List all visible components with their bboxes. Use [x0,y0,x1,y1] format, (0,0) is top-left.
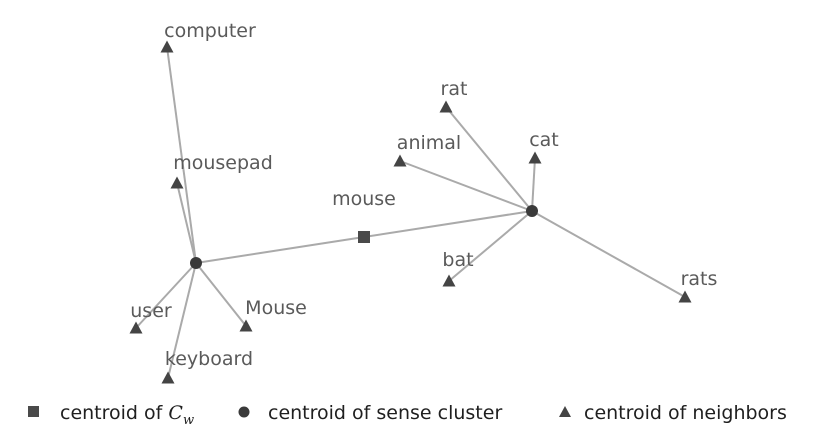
target-word-centroid [358,231,370,243]
legend-cw-subscript: w [183,413,194,428]
neighbor-node-mousepad [170,176,184,189]
neighbor-label-user: user [130,300,172,322]
neighbor-label-computer: computer [164,20,256,42]
edge-computer [166,46,197,264]
sense-cluster-centroid-1 [190,257,202,269]
target-word-label: mouse [332,188,396,210]
nodes-layer [129,40,692,384]
neighbor-label-animal: animal [397,132,461,154]
neighbor-node-bat [442,274,456,287]
neighbor-label-rat: rat [441,78,468,100]
neighbor-node-user [129,321,143,334]
labels-layer: computer mousepad user Mouse keyboard rat anim… [130,20,717,370]
neighbor-node-keyboard [161,371,175,384]
neighbor-node-animal [393,154,407,167]
neighbor-node-rat [439,100,453,113]
neighbor-label-keyboard: keyboard [165,348,253,370]
neighbor-node-cat [528,151,542,164]
edge-keyboard [167,262,197,379]
edge-user [135,262,197,329]
neighbor-label-cat: cat [529,129,559,151]
legend: centroid of Cw centroid of sense cluster… [28,402,787,428]
edges-layer [135,46,686,379]
neighbor-label-bat: bat [442,249,473,271]
legend-cw-prefix: centroid of [60,402,168,424]
legend-square-marker [28,406,39,417]
neighbor-label-mouse-cap: Mouse [245,297,307,319]
edge-rats [531,210,686,298]
sense-cluster-centroid-2 [526,205,538,217]
edge-rat [445,106,533,212]
neighbor-node-mouse-cap [239,319,253,332]
neighbor-node-rats [678,290,692,303]
edge-bat [448,210,533,282]
edge-cw-to-cluster-1 [195,236,365,264]
edge-mousepad [176,182,197,264]
edge-animal [399,160,533,212]
neighbor-label-mousepad: mousepad [173,152,273,174]
legend-item-cw: centroid of Cw [60,402,194,428]
legend-circle-marker [238,406,250,418]
legend-item-neighbors: centroid of neighbors [584,402,787,424]
edge-mouse-cap [195,262,247,327]
neighbor-node-computer [160,40,174,53]
edge-cat [531,157,536,212]
edge-cw-to-cluster-2 [363,210,533,238]
legend-item-sense-cluster: centroid of sense cluster [268,402,502,424]
legend-cw-symbol: C [168,402,183,424]
legend-triangle-marker [559,406,571,417]
neighbor-label-rats: rats [681,268,718,290]
